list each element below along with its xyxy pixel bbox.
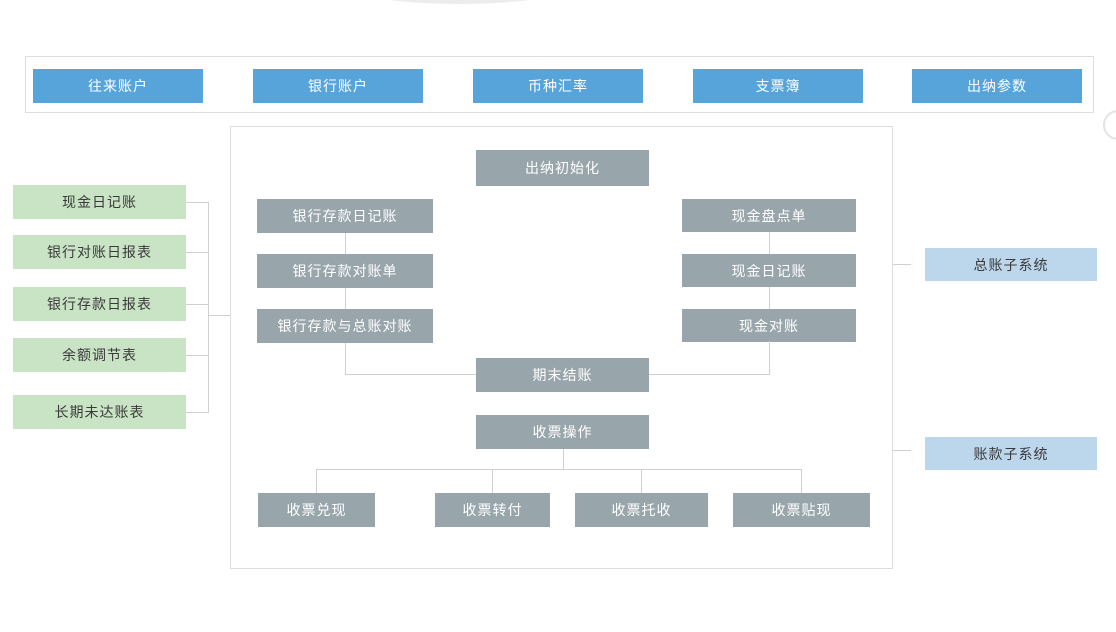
- node-receipt-cash-in: 收票兑现: [258, 493, 375, 527]
- connector-line: [316, 469, 317, 493]
- connector-line: [345, 288, 346, 309]
- node-receivable-payable-subsystem: 账款子系统: [925, 437, 1097, 470]
- node-cash-journal: 现金日记账: [682, 254, 856, 287]
- decor-arc-right: [1103, 110, 1116, 140]
- decor-arc-top: [352, 0, 567, 4]
- tab-bank-accounts: 银行账户: [253, 69, 423, 103]
- connector-line: [186, 355, 208, 356]
- report-long-term-outstanding: 长期未达账表: [13, 395, 186, 429]
- node-receipt-operation: 收票操作: [476, 415, 649, 449]
- node-cashier-init: 出纳初始化: [476, 150, 649, 186]
- connector-line: [492, 469, 493, 493]
- connector-line: [345, 374, 476, 375]
- tab-cashier-parameters: 出纳参数: [912, 69, 1082, 103]
- node-period-end-close: 期末结账: [476, 358, 649, 392]
- connector-line: [769, 232, 770, 254]
- report-bank-deposit-daily: 银行存款日报表: [13, 287, 186, 321]
- connector-line: [893, 264, 911, 265]
- node-cash-count-sheet: 现金盘点单: [682, 199, 856, 232]
- node-receipt-collection: 收票托收: [575, 493, 708, 527]
- connector-line: [641, 469, 642, 493]
- node-general-ledger-subsystem: 总账子系统: [925, 248, 1097, 281]
- connector-line: [345, 233, 346, 254]
- connector-line: [801, 469, 802, 493]
- connector-line: [186, 202, 208, 203]
- connector-line: [208, 202, 209, 413]
- node-bank-statement: 银行存款对账单: [257, 254, 433, 288]
- tab-current-accounts: 往来账户: [33, 69, 203, 103]
- report-balance-adjustment: 余额调节表: [13, 338, 186, 372]
- connector-line: [649, 374, 770, 375]
- connector-line: [769, 341, 770, 374]
- connector-line: [893, 450, 911, 451]
- report-cash-journal: 现金日记账: [13, 185, 186, 219]
- connector-line: [186, 304, 208, 305]
- report-bank-reconciliation-daily: 银行对账日报表: [13, 235, 186, 269]
- node-bank-deposit-journal: 银行存款日记账: [257, 199, 433, 233]
- connector-line: [769, 287, 770, 309]
- node-receipt-transfer: 收票转付: [435, 493, 550, 527]
- node-bank-gl-reconciliation: 银行存款与总账对账: [257, 309, 433, 343]
- connector-line: [186, 252, 208, 253]
- connector-line: [563, 449, 564, 469]
- connector-line: [208, 315, 230, 316]
- node-receipt-discount: 收票贴现: [733, 493, 870, 527]
- tab-checkbook: 支票簿: [693, 69, 863, 103]
- node-cash-reconciliation: 现金对账: [682, 309, 856, 342]
- tab-currency-rates: 币种汇率: [473, 69, 643, 103]
- connector-line: [345, 343, 346, 374]
- connector-line: [186, 412, 208, 413]
- connector-line: [316, 469, 801, 470]
